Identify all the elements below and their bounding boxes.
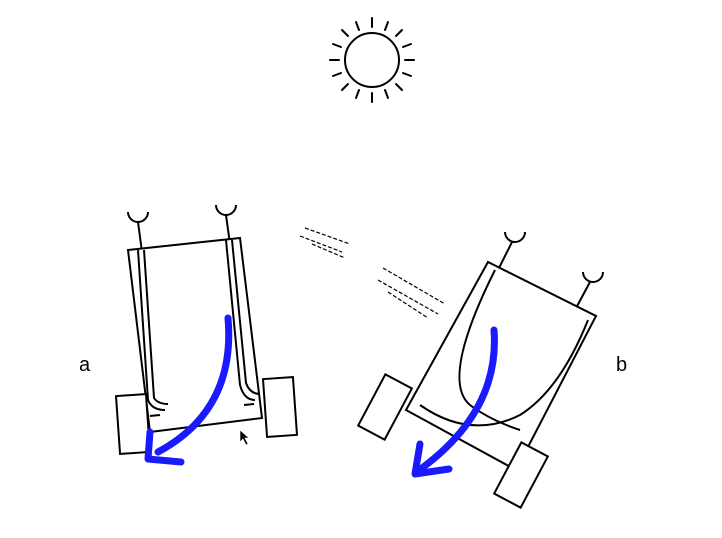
- handle-left-b: [504, 231, 526, 243]
- motion-lines-icon: [299, 227, 446, 319]
- wheel-left-b: [356, 373, 414, 441]
- label-b: b: [616, 354, 628, 376]
- arrow-b: [411, 326, 498, 478]
- body-a: [126, 236, 264, 434]
- sun-icon: [329, 17, 415, 103]
- arrow-a: [144, 314, 233, 466]
- body-b: [404, 260, 598, 472]
- handle-left-a: [127, 211, 149, 223]
- label-a: a: [79, 354, 91, 376]
- handle-right-a: [215, 204, 237, 216]
- vehicle-b: [356, 231, 604, 509]
- wheel-right-b: [492, 441, 550, 509]
- wheel-left-a: [114, 392, 152, 456]
- wheel-right-a: [261, 375, 299, 439]
- vehicle-a: [114, 204, 299, 456]
- handle-right-b: [582, 271, 604, 283]
- cursor-icon: [239, 429, 250, 446]
